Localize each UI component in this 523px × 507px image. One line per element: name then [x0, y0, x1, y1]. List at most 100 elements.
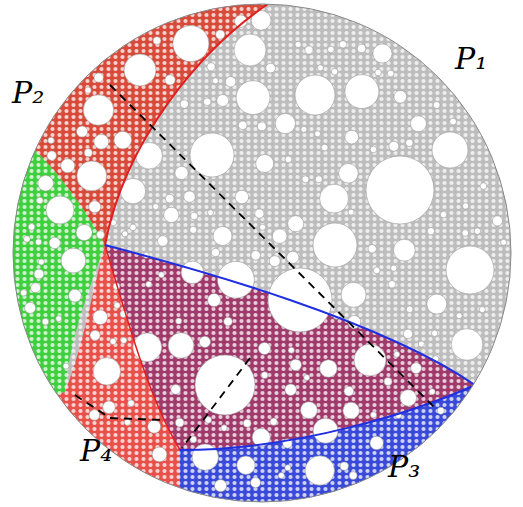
hole — [20, 290, 27, 297]
hole — [370, 412, 376, 418]
hole — [216, 30, 225, 39]
dashed-lines — [75, 85, 437, 448]
hole — [36, 197, 43, 204]
hole — [375, 69, 381, 75]
hole — [384, 378, 392, 386]
hole — [339, 41, 346, 48]
hole — [295, 75, 335, 115]
hole — [214, 480, 226, 492]
hole — [76, 224, 92, 240]
hole — [451, 329, 483, 361]
hole — [25, 302, 36, 313]
hole — [175, 166, 188, 179]
hole — [256, 154, 274, 172]
hole — [77, 161, 107, 191]
hole — [35, 239, 41, 245]
hole — [238, 121, 247, 130]
hole — [190, 226, 197, 233]
hole — [85, 87, 91, 93]
hole — [171, 385, 181, 395]
hole — [184, 191, 195, 202]
hole — [320, 184, 349, 213]
hole — [440, 211, 447, 218]
boundary-blue — [180, 385, 475, 450]
region-label: P₄ — [80, 436, 112, 466]
hole — [208, 293, 221, 306]
hole — [103, 401, 116, 414]
hole — [427, 228, 434, 235]
hole — [400, 390, 417, 407]
hole — [389, 141, 399, 151]
boundary-red — [105, 4, 268, 245]
hole — [410, 116, 426, 132]
hole — [266, 63, 276, 73]
hole — [42, 318, 49, 325]
hole — [429, 389, 435, 395]
hole — [224, 317, 233, 326]
hole — [165, 194, 174, 203]
hole — [190, 133, 234, 177]
hole — [474, 228, 480, 234]
hole — [272, 229, 287, 244]
hole — [84, 149, 92, 157]
hole — [394, 90, 407, 103]
hole — [315, 176, 322, 183]
hole — [192, 444, 218, 470]
hole — [321, 144, 328, 151]
hole — [130, 224, 137, 231]
hole — [94, 134, 109, 149]
hole — [90, 330, 100, 340]
hole — [433, 102, 440, 109]
hole — [173, 26, 209, 62]
hole — [370, 436, 383, 449]
hole — [268, 268, 332, 332]
hole — [437, 407, 444, 414]
hole — [368, 245, 376, 253]
hole — [501, 239, 507, 245]
hole — [331, 68, 338, 75]
hole — [250, 478, 260, 488]
hole — [114, 131, 132, 149]
hole — [269, 256, 280, 267]
hole — [278, 473, 284, 479]
hole — [28, 224, 35, 231]
hole — [388, 281, 396, 289]
hole — [317, 65, 323, 71]
hole — [258, 342, 270, 354]
hole — [301, 126, 307, 132]
hole — [348, 209, 354, 215]
hole — [152, 447, 167, 462]
hole — [288, 347, 294, 353]
hole — [304, 374, 310, 380]
hole — [370, 146, 377, 153]
hole — [217, 95, 229, 107]
hole — [285, 384, 297, 396]
hole — [175, 418, 184, 427]
hole — [341, 282, 366, 307]
hole — [456, 313, 462, 319]
hole — [275, 113, 295, 133]
hole — [69, 289, 82, 302]
hole — [146, 281, 152, 287]
hole — [122, 231, 128, 237]
hole — [63, 363, 69, 369]
hole — [31, 283, 41, 293]
hole — [114, 302, 120, 308]
hole — [225, 76, 236, 87]
hole — [345, 130, 359, 144]
hole — [93, 310, 108, 325]
hole — [157, 236, 168, 247]
hole — [96, 231, 104, 239]
hole — [387, 70, 394, 77]
hole — [211, 248, 219, 256]
hole — [148, 420, 161, 433]
hole — [492, 216, 502, 226]
hole — [285, 156, 292, 163]
hole — [295, 41, 301, 47]
hole — [235, 190, 249, 204]
hole — [260, 224, 266, 230]
hole — [47, 151, 56, 160]
hole — [373, 267, 380, 274]
hole — [366, 156, 434, 224]
hole — [199, 336, 210, 347]
